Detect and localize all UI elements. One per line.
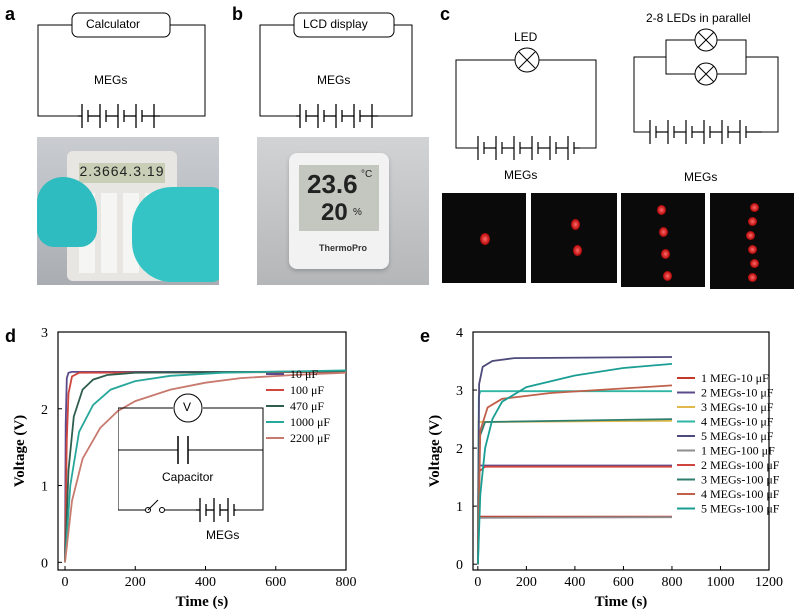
lcd-brand: ThermoPro [319,243,368,253]
legend-label: 5 MEGs-100 μF [701,502,780,516]
x-tick-label: 800 [661,575,682,590]
series-line [477,464,672,565]
led-photo-3 [621,193,705,287]
x-tick-label: 200 [516,575,537,590]
y-axis-label: Voltage (V) [427,415,443,487]
legend-label: 2200 μF [290,431,330,445]
y-axis-label: Voltage (V) [12,415,28,487]
series-line [477,419,673,565]
calculator-photo: 2.3664.3.19 [37,137,219,285]
series-line [64,371,347,563]
x-tick-label: 0 [62,575,69,590]
y-tick-label: 2 [41,403,48,418]
x-tick-label: 600 [265,575,286,590]
x-axis-label: Time (s) [595,594,648,610]
led-photo-1 [442,193,526,283]
inset-circuit-svg [117,393,264,522]
series-line [477,356,673,565]
series-line [64,369,347,563]
y-tick-label: 3 [456,384,463,399]
y-tick-label: 0 [456,558,463,573]
circuit-b [259,12,413,128]
panel-letter-d: d [5,326,16,346]
panel-letter-a: a [5,4,16,24]
y-tick-label: 2 [456,442,463,457]
legend-label: 1 MEG-100 μF [701,444,775,458]
lcd-screen [299,165,379,231]
plot-frame [57,331,347,571]
led-label: LED [514,30,538,44]
series-line [477,390,672,565]
lcd-display-label: LCD display [303,17,368,31]
x-tick-label: 400 [195,575,216,590]
lcd-humidity: 20 [321,199,348,226]
series-line [477,516,673,565]
voltmeter-symbol: V [183,400,192,414]
legend-label: 3 MEGs-10 μF [701,400,774,414]
legend-label: 4 MEGs-100 μF [701,487,780,501]
capacitor-label: Capacitor [162,470,214,484]
panel-letter-b: b [232,4,243,24]
megs-label-c1: MEGs [504,168,538,182]
y-tick-label: 3 [41,326,48,341]
megs-label-d: MEGs [206,528,240,542]
y-tick-label: 1 [456,500,463,515]
x-tick-label: 1200 [755,575,783,590]
series-line [477,465,672,565]
lcd-photo: 23.6 °C 20 % ThermoPro [257,137,429,285]
lcd-humidity-unit: % [353,207,362,218]
series-line [64,370,347,563]
plot-frame [472,331,770,571]
panel-letter-e: e [420,326,431,346]
y-tick-label: 1 [41,480,48,495]
x-tick-label: 600 [613,575,634,590]
lcd-temperature: 23.6 [307,169,358,199]
x-tick-label: 1000 [706,575,734,590]
x-tick-label: 400 [564,575,585,590]
series-line [477,418,673,565]
series-line [477,363,673,565]
circuit-c [455,28,779,160]
legend-label: 100 μF [290,383,324,397]
calculator-display: 2.3664.3.19 [79,163,165,183]
legend-label: 4 MEGs-10 μF [701,415,774,429]
parallel-leds-label: 2-8 LEDs in parallel [646,11,751,25]
y-tick-label: 4 [456,326,463,341]
legend-label: 1000 μF [290,415,330,429]
megs-label-a: MEGs [94,73,128,87]
x-tick-label: 200 [125,575,146,590]
y-tick-label: 0 [41,556,48,571]
legend-label: 2 MEGs-100 μF [701,458,780,472]
legend-label: 10 μF [290,367,318,381]
legend-label: 1 MEG-10 μF [701,371,769,385]
legend-label: 470 μF [290,399,324,413]
series-line [477,384,673,565]
led-photo-2 [531,193,617,283]
calculator-label: Calculator [86,17,141,31]
legend-label: 2 MEGs-10 μF [701,386,774,400]
circuit-a [37,12,206,128]
series-line [64,371,347,563]
megs-label-c2: MEGs [684,170,718,184]
series-line [477,515,672,565]
x-tick-label: 0 [474,575,481,590]
inset-circuit-d: V Capacitor MEGs [117,388,268,548]
lcd-temperature-unit: °C [361,169,373,180]
x-tick-label: 800 [336,575,357,590]
panel-letter-c: c [440,4,451,24]
legend-label: 3 MEGs-100 μF [701,473,780,487]
glove-right [132,187,219,282]
x-axis-label: Time (s) [176,594,229,610]
legend-label: 5 MEGs-10 μF [701,429,774,443]
led-photo-4 [710,193,794,289]
glove-left [37,177,97,247]
megs-label-b: MEGs [317,73,351,87]
